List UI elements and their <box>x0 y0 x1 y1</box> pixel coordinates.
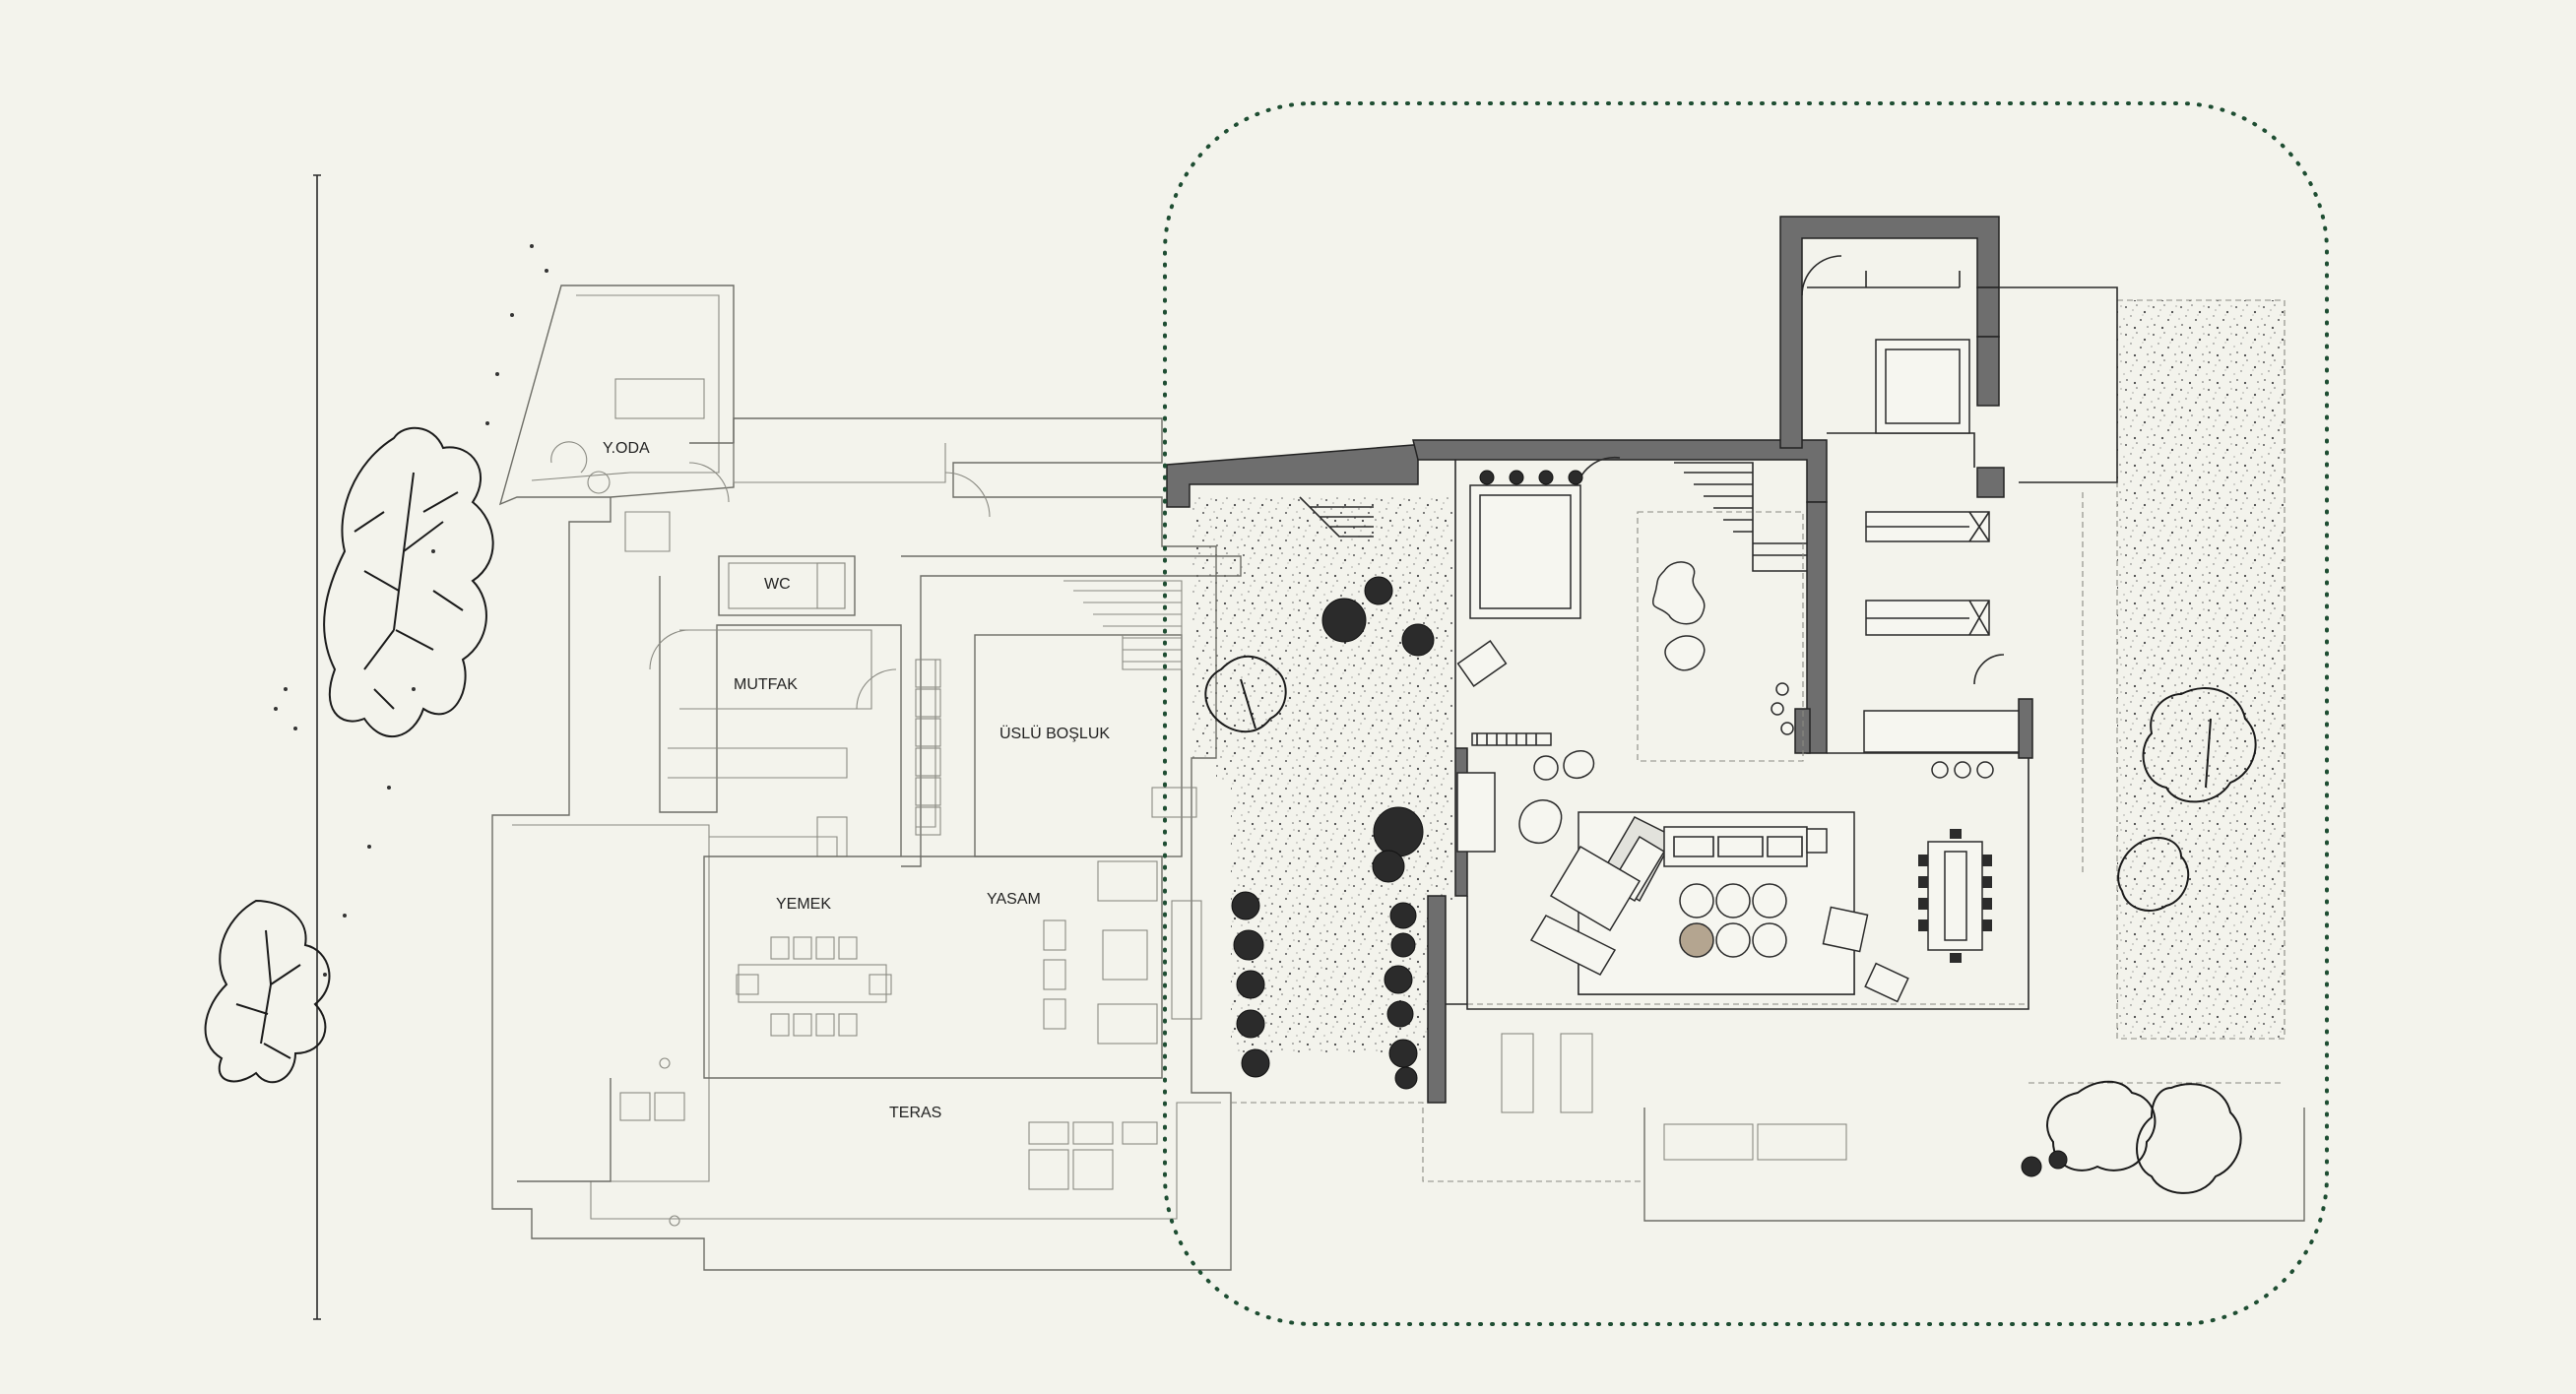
ground-texture <box>274 244 548 977</box>
staircase <box>1299 462 1807 572</box>
room-label-yemek: YEMEK <box>776 896 831 913</box>
new-floor-plan <box>1166 216 2305 1222</box>
coffee-tables <box>1679 883 1787 958</box>
existing-floor-plan <box>313 174 1242 1320</box>
tree-icon <box>323 426 494 738</box>
room-label-y-oda: Y.ODA <box>603 440 650 457</box>
room-label-wc: WC <box>764 576 791 593</box>
scope-outline <box>1163 101 2329 1326</box>
room-label-uslu-bosluk: ÜSLÜ BOŞLUK <box>999 725 1110 742</box>
shrub-icon <box>1204 470 2257 1194</box>
tree-icon <box>204 899 331 1084</box>
room-label-teras: TERAS <box>889 1105 941 1121</box>
room-label-yasam: YASAM <box>987 891 1041 908</box>
room-label-mutfak: MUTFAK <box>734 676 798 693</box>
